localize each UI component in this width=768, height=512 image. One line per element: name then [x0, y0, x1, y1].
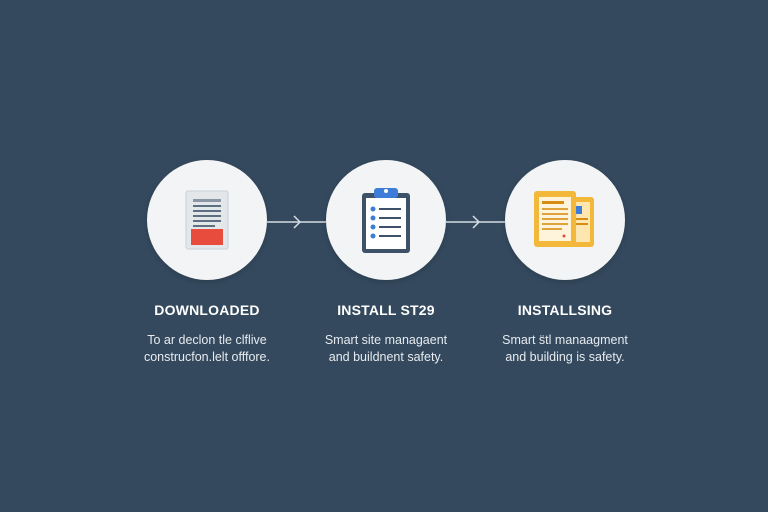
step-2-description: Smart site managaent and buildnent safet… — [296, 332, 476, 366]
step-3-desc-line-2: and building is safety. — [505, 350, 625, 364]
step-1-desc-line-1: To ar declon tle clflive — [147, 333, 267, 347]
step-2-desc-line-1: Smart site managaent — [324, 333, 448, 347]
step-3-circle — [505, 160, 625, 280]
step-3-description: Smart s̈tl manaagment and building is sa… — [475, 332, 655, 366]
step-2-title: INSTALL ST29 — [337, 302, 435, 318]
step-2-circle — [326, 160, 446, 280]
step-install: INSTALL ST29 Smart site managaent and bu… — [296, 160, 476, 366]
clipboard-checklist-icon — [362, 188, 410, 253]
arrow-connector-2 — [445, 215, 505, 229]
tablet-documents-icon — [534, 191, 594, 247]
document-icon — [185, 190, 229, 250]
step-3-desc-line-1: Smart s̈tl manaagment — [502, 333, 628, 347]
step-3-title: INSTALLSING — [517, 302, 613, 318]
step-downloaded: DOWNLOADED To ar declon tle clflive cons… — [117, 160, 297, 366]
step-installing: INSTALLSING Smart s̈tl manaagment and bu… — [475, 160, 655, 366]
step-2-desc-line-2: and buildnent safety. — [328, 350, 444, 364]
step-1-description: To ar declon tle clflive construcfon.lel… — [117, 332, 297, 366]
step-1-desc-line-2: construcfon.lelt offfore. — [143, 350, 270, 364]
step-1-title: DOWNLOADED — [154, 302, 260, 318]
step-1-circle — [147, 160, 267, 280]
arrow-connector-1 — [266, 215, 326, 229]
